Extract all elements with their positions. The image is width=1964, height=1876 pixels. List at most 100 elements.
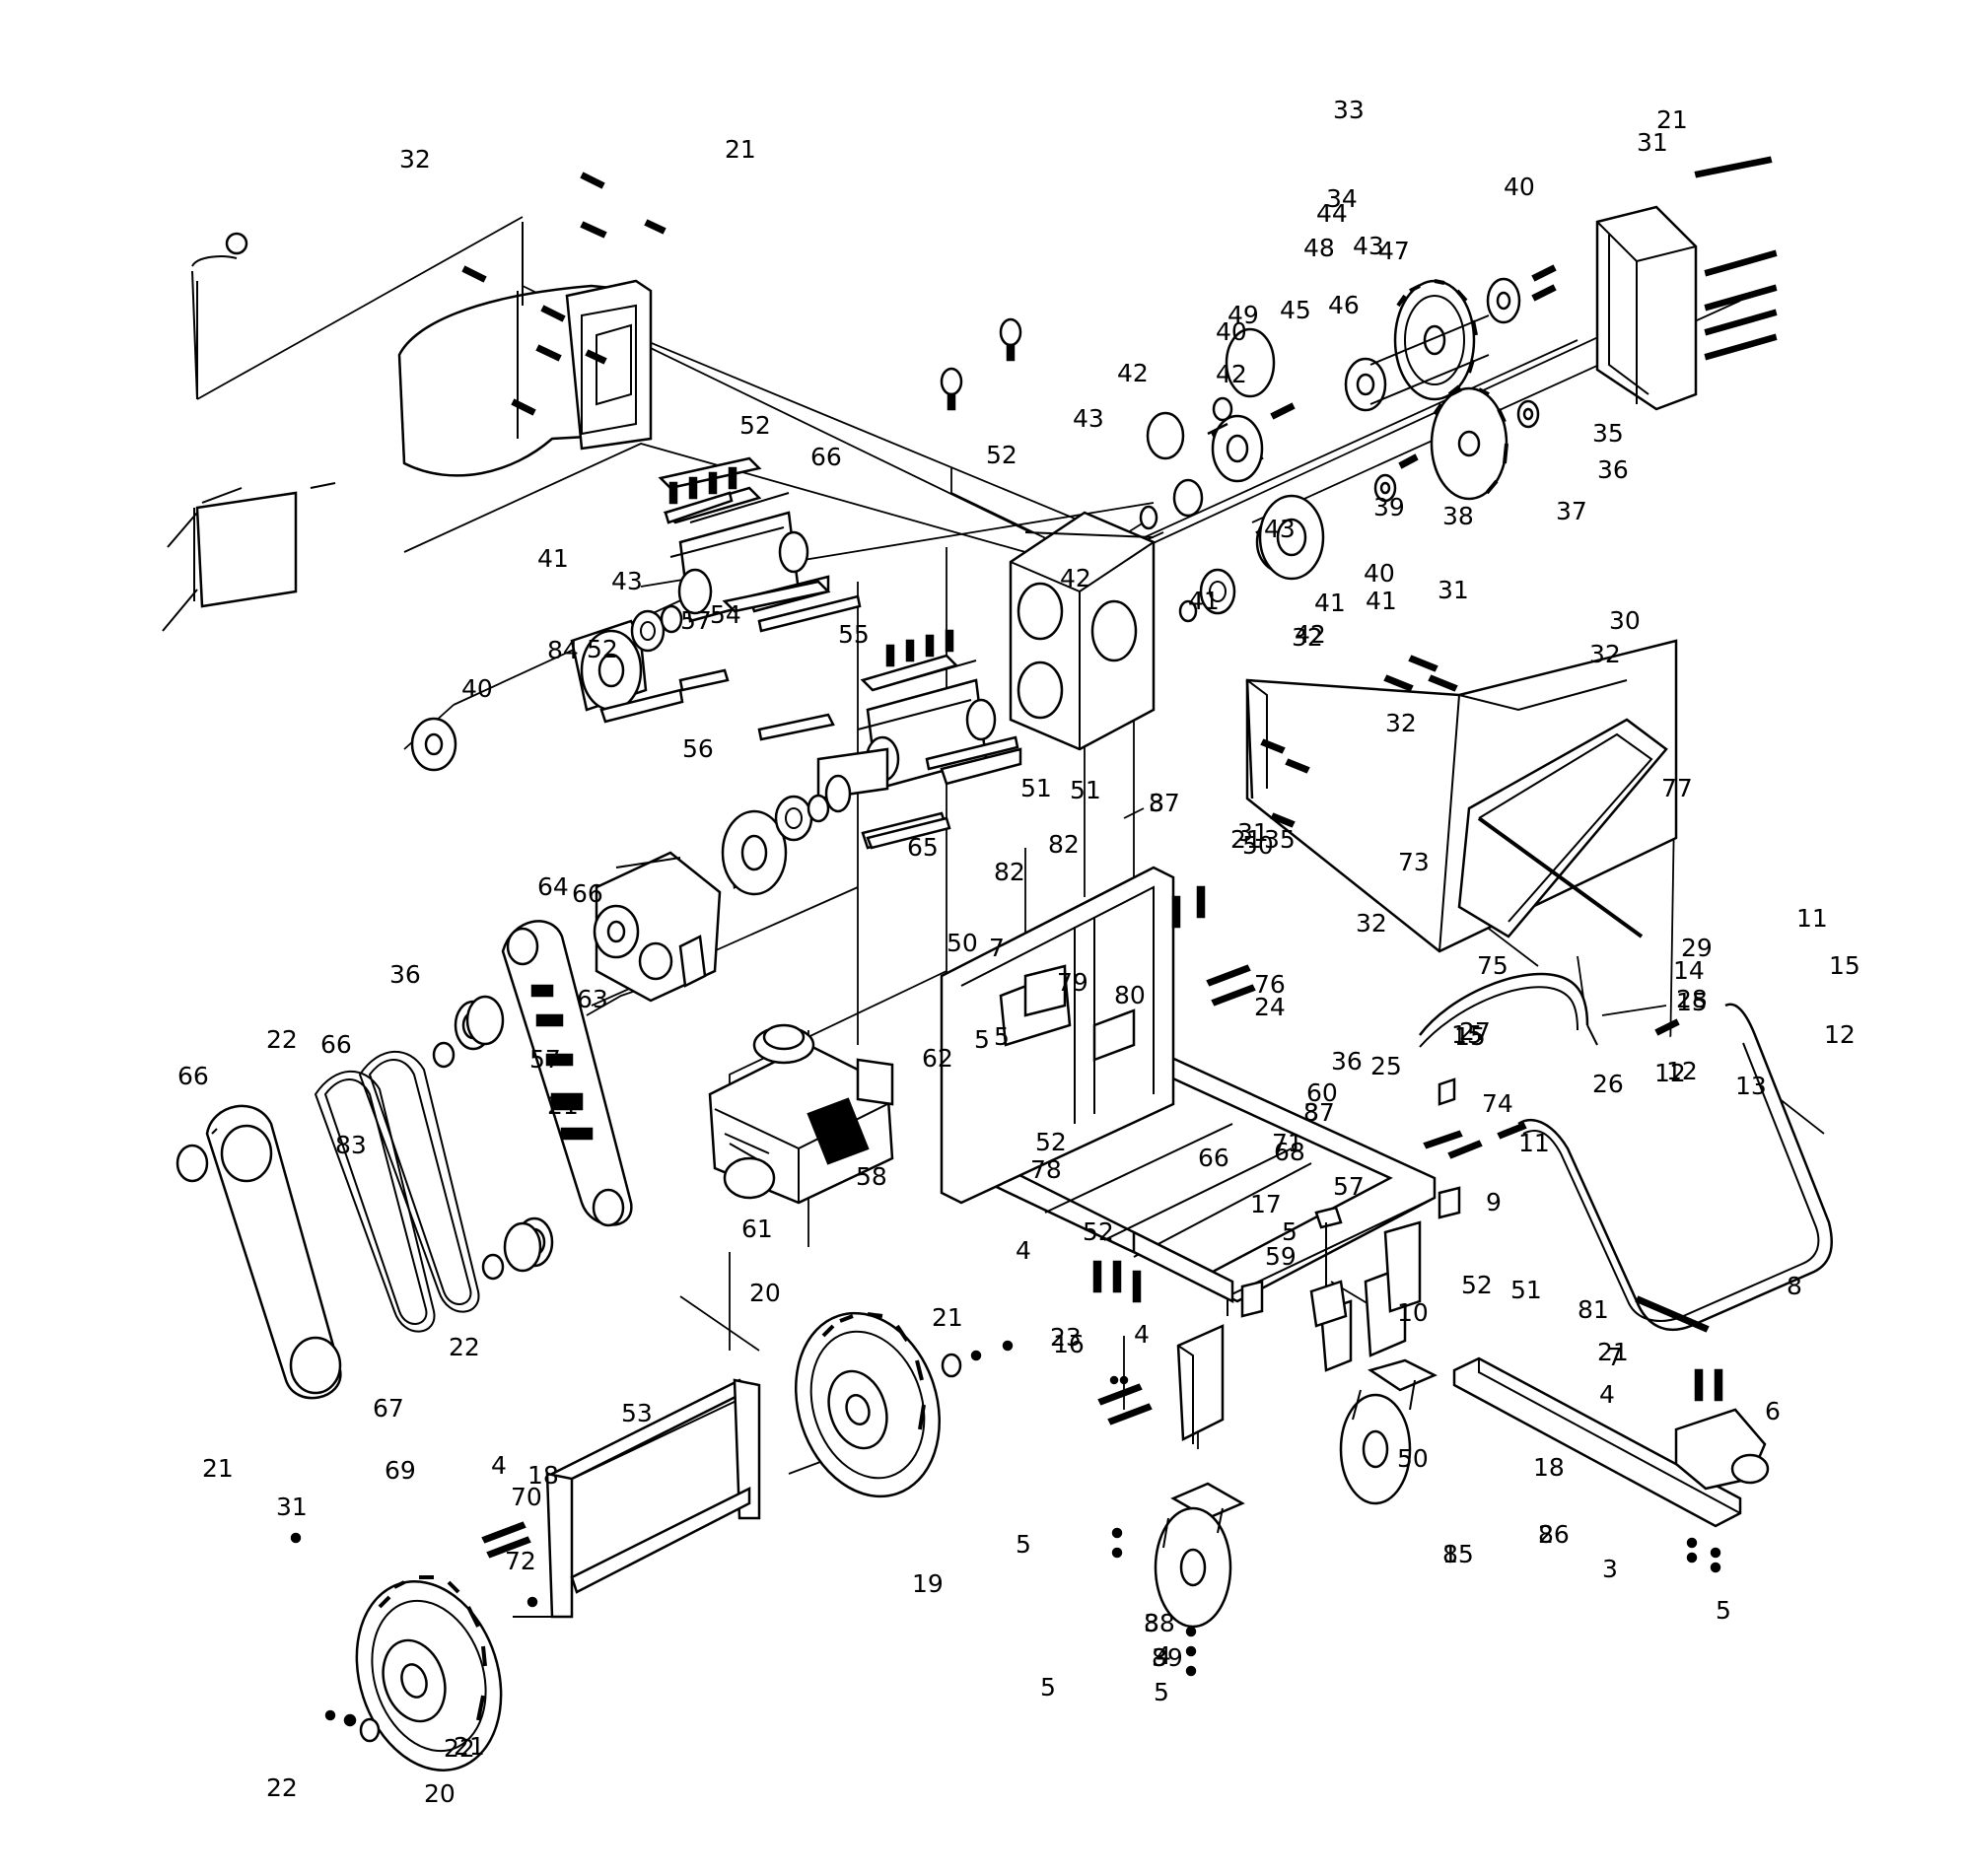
feed-hopper [1245, 639, 1678, 953]
caster-wheels [1154, 1358, 1438, 1629]
part-number-label: 31 [276, 1493, 308, 1521]
part-number-label: 22 [266, 1773, 298, 1802]
part-number-label: 51 [1020, 774, 1052, 802]
handle-bars [1419, 972, 1833, 1332]
part-number-label: 10 [1397, 1298, 1429, 1327]
part-number-label: 5 [1154, 1678, 1169, 1706]
part-number-label: 82 [1048, 830, 1080, 859]
part-number-label: 86 [1538, 1520, 1570, 1549]
part-number-label: 52 [1461, 1271, 1493, 1299]
part-number-label: 50 [1242, 831, 1274, 860]
part-number-label: 87 [1303, 1098, 1335, 1127]
part-number-label: 69 [385, 1456, 416, 1485]
part-number-label: 70 [511, 1483, 542, 1511]
part-number-label: 18 [1533, 1453, 1565, 1482]
part-number-label: 52 [986, 441, 1017, 469]
part-number-label: 4 [1156, 1641, 1171, 1670]
part-number-label: 40 [1504, 173, 1535, 201]
part-number-label: 26 [1592, 1070, 1624, 1098]
part-number-label: 52 [1083, 1217, 1114, 1246]
knife-blades [599, 491, 1019, 850]
part-number-label: 3 [1602, 1555, 1618, 1583]
part-number-label: 52 [1035, 1128, 1067, 1156]
part-number-label: 15 [1454, 1022, 1486, 1051]
part-number-label: 84 [547, 636, 579, 664]
part-number-label: 81 [1578, 1295, 1609, 1324]
part-number-label: 66 [320, 1030, 352, 1059]
part-number-label: 29 [1681, 934, 1713, 962]
part-number-label: 31 [1237, 818, 1269, 847]
part-number-label: 67 [373, 1394, 404, 1423]
part-number-label: 15 [1676, 988, 1708, 1016]
part-number-label: 3 [1152, 1643, 1167, 1672]
gear-train [1139, 277, 1540, 623]
part-number-label: 66 [810, 443, 842, 471]
part-number-label: 51 [1510, 1276, 1542, 1304]
belt-guard [501, 920, 633, 1227]
part-number-label: 35 [1264, 825, 1296, 854]
part-number-label: 15 [1451, 1020, 1483, 1049]
part-number-label: 44 [1316, 199, 1348, 228]
part-number-label: 4 [1599, 1380, 1615, 1409]
clutch-housing [593, 851, 722, 1003]
part-number-label: 40 [461, 674, 493, 703]
part-number-label: 5 [1016, 1530, 1031, 1559]
part-number-label: 12 [1824, 1020, 1856, 1049]
part-number-label: 14 [1673, 956, 1705, 985]
part-number-label: 6 [1765, 1397, 1781, 1425]
part-number-label: 42 [1295, 620, 1326, 649]
part-number-label: 27 [1459, 1017, 1491, 1046]
part-number-label: 3 [1144, 1609, 1159, 1637]
part-number-label: 18 [527, 1461, 559, 1490]
part-number-label: 25 [1370, 1052, 1402, 1080]
part-number-label: 71 [1272, 1129, 1303, 1157]
part-number-label: 61 [741, 1215, 773, 1243]
jack-stand [1240, 1077, 1461, 1328]
engine [708, 1023, 894, 1205]
part-number-label: 32 [1385, 709, 1417, 737]
part-number-label: 49 [1228, 301, 1259, 329]
part-number-label: 47 [1378, 237, 1410, 265]
part-number-label: 51 [1070, 776, 1101, 804]
part-number-label: 40 [1364, 559, 1395, 588]
part-number-label: 60 [1306, 1078, 1338, 1107]
part-number-label: 88 [1144, 1609, 1175, 1637]
fasteners [290, 156, 1778, 1743]
part-number-label: 43 [1353, 232, 1384, 260]
part-number-label: 42 [1216, 360, 1247, 388]
v-belts [314, 1050, 480, 1333]
part-number-label: 57 [1333, 1172, 1365, 1201]
part-number-label: 21 [932, 1303, 963, 1332]
left-bearing-flanges [410, 604, 830, 896]
part-number-label: 34 [1326, 184, 1358, 213]
part-number-label: 66 [177, 1062, 209, 1090]
part-number-label: 36 [389, 960, 421, 989]
part-number-label: 87 [1149, 789, 1180, 817]
part-number-label: 22 [444, 1734, 475, 1763]
part-number-label: 42 [1117, 359, 1149, 387]
part-number-label: 5 [994, 1022, 1010, 1051]
part-number-label: 43 [1264, 515, 1296, 543]
part-number-label: 31 [1637, 128, 1668, 157]
gear-guard [1595, 205, 1698, 411]
part-number-label: 3 [1303, 1098, 1319, 1127]
part-number-label: 65 [907, 833, 939, 862]
part-number-label: 20 [749, 1279, 781, 1307]
main-frame [940, 866, 1437, 1316]
part-number-label: 66 [1198, 1144, 1229, 1172]
wheel-right [794, 1311, 942, 1498]
part-number-label: 75 [1477, 951, 1508, 980]
part-number-label: 58 [856, 1162, 887, 1191]
part-number-label: 41 [1314, 589, 1346, 617]
part-number-label: 83 [335, 1131, 367, 1159]
part-number-label: 7 [989, 934, 1005, 962]
part-number-label: 45 [1280, 296, 1311, 324]
part-number-label: 9 [1486, 1188, 1502, 1216]
part-number-label: 21 [547, 1091, 579, 1120]
part-number-label: 4 [1134, 1320, 1150, 1349]
part-number-label: 22 [266, 1025, 298, 1054]
part-number-label: 17 [1250, 1190, 1282, 1218]
